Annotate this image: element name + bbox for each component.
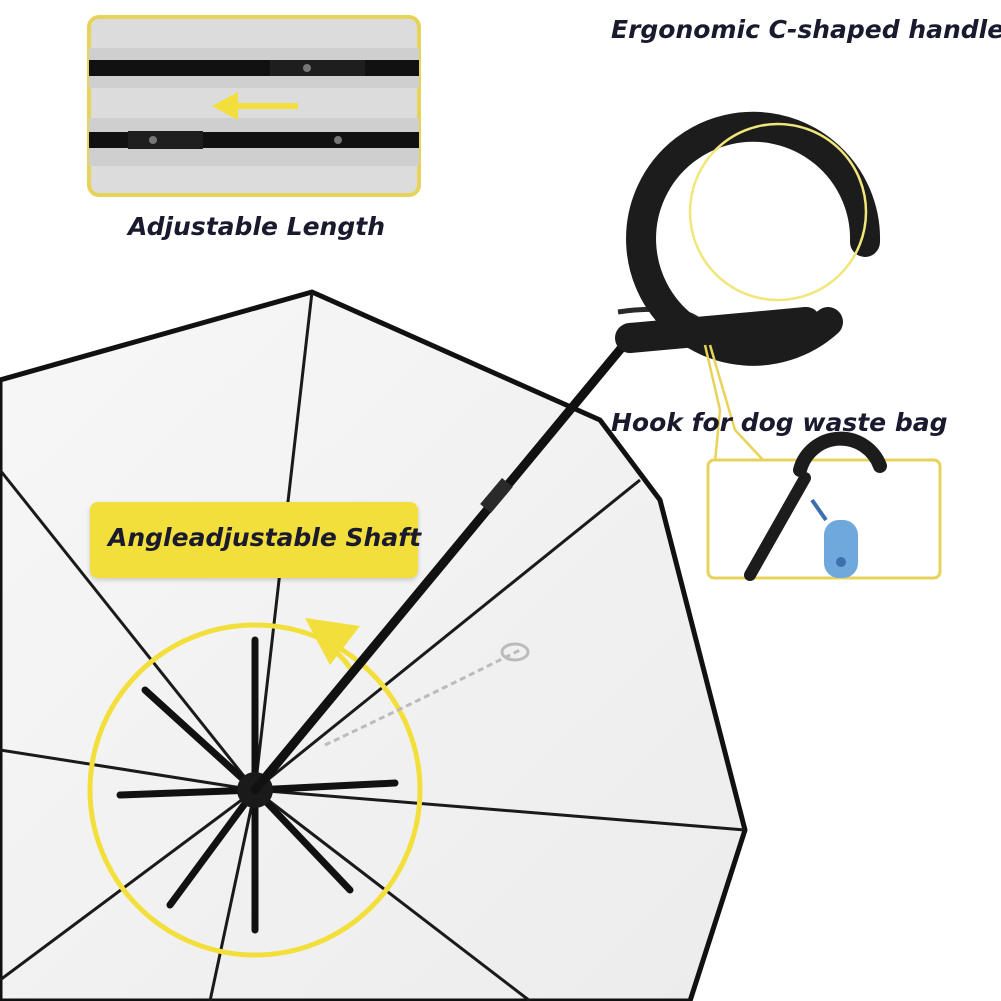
shaft-banner (90, 502, 418, 578)
adjustable-length-inset (87, 15, 421, 197)
shaft-label: Angleadjustable Shaft (108, 523, 422, 552)
handle-label: Ergonomic C-shaped handle (611, 15, 1001, 44)
arrow-up-curved-icon (305, 618, 360, 665)
angle-indicator-circle (87, 622, 423, 958)
hook-label: Hook for dog waste bag (611, 408, 948, 437)
waste-bag-dispenser-icon (824, 520, 858, 578)
hook-detail-inset (706, 431, 942, 581)
umbrella-shaft (250, 335, 633, 795)
arrow-left-icon (212, 92, 238, 120)
adjustable-length-label: Adjustable Length (128, 212, 385, 241)
c-shaped-handle (615, 111, 881, 366)
